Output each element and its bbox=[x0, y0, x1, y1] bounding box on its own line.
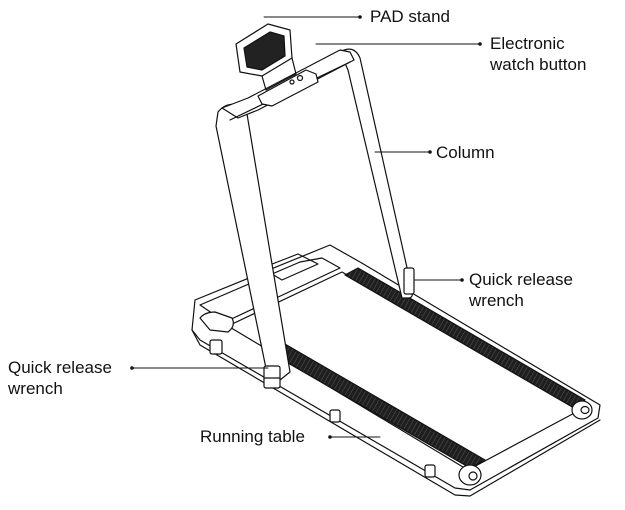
callout-column: Column bbox=[436, 142, 495, 163]
pad-stand bbox=[235, 23, 297, 91]
callout-pad-stand: PAD stand bbox=[370, 6, 450, 27]
callout-watch-button: Electronic watch button bbox=[490, 33, 586, 75]
callout-wrench-left: Quick release wrench bbox=[8, 357, 112, 399]
callout-pad-stand-text: PAD stand bbox=[370, 7, 451, 26]
rear-roller bbox=[458, 400, 593, 486]
callout-running-table-text: Running table bbox=[200, 427, 305, 446]
callout-wrench-right-line2: wrench bbox=[469, 291, 524, 310]
callout-wrench-right: Quick release wrench bbox=[469, 269, 573, 311]
callout-wrench-right-line1: Quick release bbox=[469, 270, 573, 289]
callout-wrench-left-line2: wrench bbox=[8, 379, 63, 398]
callout-running-table: Running table bbox=[200, 426, 305, 447]
callout-watch-button-line2: watch button bbox=[490, 55, 587, 74]
callout-leaders bbox=[131, 16, 481, 438]
callout-watch-button-line1: Electronic bbox=[490, 34, 565, 53]
callout-dots bbox=[130, 15, 482, 439]
watch-console bbox=[257, 69, 319, 107]
callout-column-text: Column bbox=[436, 143, 495, 162]
callout-wrench-left-line1: Quick release bbox=[8, 358, 112, 377]
